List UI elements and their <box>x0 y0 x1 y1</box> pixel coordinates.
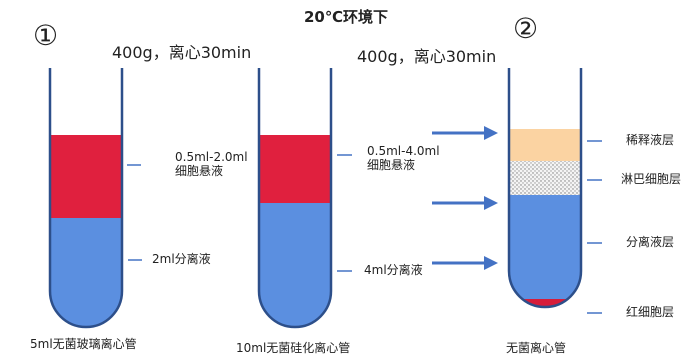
tube-3-lymphocyte-label: 淋巴细胞层 <box>621 172 682 186</box>
tube-2-separation-label: 4ml分离液 <box>364 263 423 277</box>
step-2-condition: 400g，离心30min <box>357 47 497 66</box>
arrow-to-lower-separation-layer <box>432 256 498 270</box>
tube-1-separation-layer <box>50 218 122 327</box>
tube-3 <box>507 68 583 309</box>
step-2-number: ② <box>513 12 539 45</box>
tube-2 <box>257 68 333 329</box>
tube-1-name: 5ml无菌玻璃离心管 <box>30 337 137 351</box>
tube-3-name: 无菌离心管 <box>506 341 567 355</box>
step-1-condition: 400g，离心30min <box>112 43 252 62</box>
tube-3-separation-layer <box>509 195 581 299</box>
arrow-to-diluent-layer <box>432 126 498 140</box>
tube-1 <box>48 68 124 329</box>
diagram-title: 20℃环境下 <box>303 8 389 26</box>
tube-3-red-cell-layer <box>509 299 581 307</box>
tube-2-suspension-layer <box>259 135 331 203</box>
tube-1-suspension-layer <box>50 135 122 218</box>
arrow-to-separation-layer <box>432 196 498 210</box>
tube-1-separation-label: 2ml分离液 <box>152 252 211 266</box>
tube-2-name: 10ml无菌硅化离心管 <box>236 341 351 355</box>
tube-3-separation-label: 分离液层 <box>626 235 675 249</box>
tube-3-diluent-layer <box>509 129 581 161</box>
tube-3-red-cell-label: 红细胞层 <box>626 305 675 319</box>
tube-2-separation-layer <box>259 203 331 327</box>
step-1-number: ① <box>33 19 59 52</box>
tube-3-lymphocyte-layer <box>509 161 581 195</box>
tube-3-diluent-label: 稀释液层 <box>626 133 675 147</box>
